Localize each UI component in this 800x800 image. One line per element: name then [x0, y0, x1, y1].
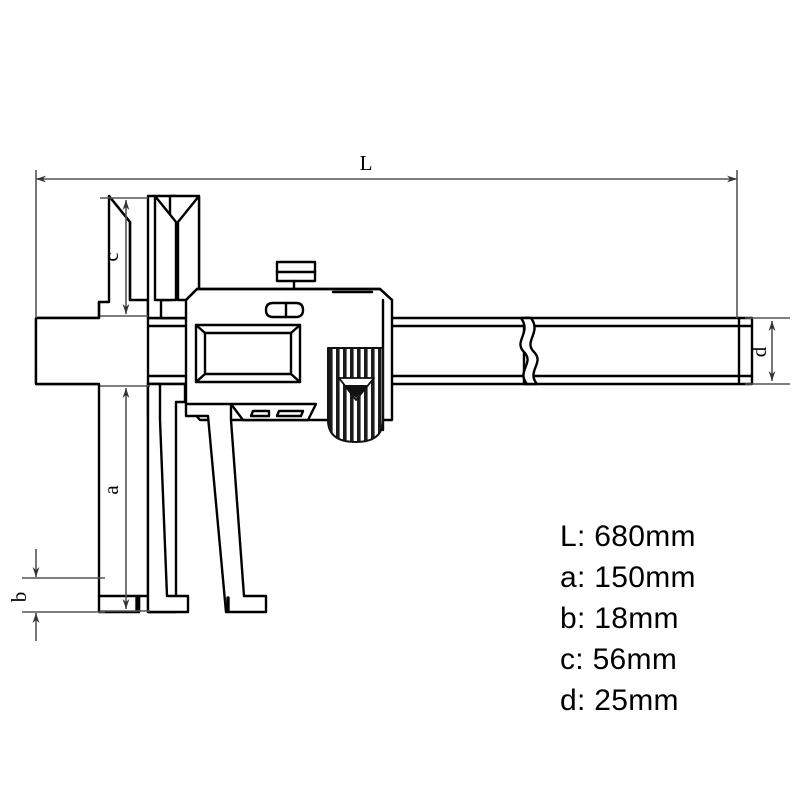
sliding-jaw-lower-left: [146, 382, 190, 614]
dim-label-L: L: [360, 151, 373, 175]
lcd-bezel-corner-bl: [194, 372, 207, 384]
fixed-jaw-upper: [34, 194, 162, 614]
lcd-bezel-corner-br: [289, 372, 302, 384]
dimension-label-texts: L c a b d: [7, 151, 771, 602]
head-bottom-notch-2: [275, 409, 305, 418]
dimension-annotations: [22, 170, 790, 641]
lcd-bezel-corner-tr: [289, 323, 302, 335]
beam-break-symbol: [519, 316, 539, 386]
beam-right-section: [522, 316, 754, 386]
dim-label-a: a: [99, 485, 123, 495]
thumb-wheel-marker-inner: [344, 385, 369, 398]
lcd-bezel-corner-tl: [194, 323, 207, 335]
sliding-jaw-upper-right: [153, 194, 178, 302]
legend-row-c: c: 56mm: [560, 643, 678, 676]
digital-head-bevel-right: [378, 287, 394, 302]
legend-row-L: L: 680mm: [560, 520, 696, 553]
sliding-jaw-lower: [184, 402, 268, 614]
fixed-jaw-lower-tip: [97, 594, 141, 614]
head-bottom-notch-1: [249, 409, 271, 418]
dim-label-b: b: [7, 592, 31, 603]
legend-row-d: d: 25mm: [560, 684, 679, 717]
digital-head-bevel-left: [184, 287, 199, 302]
dim-label-c: c: [99, 252, 123, 261]
dimension-legend: L: 680mm a: 150mm b: 18mm c: 56mm d: 25m…: [560, 516, 790, 721]
legend-row-b: b: 18mm: [560, 602, 679, 635]
sliding-jaw-upper-bevel-outer: [176, 194, 201, 302]
legend-row-a: a: 150mm: [560, 561, 696, 594]
caliper-body-outlines: [34, 194, 754, 614]
mode-button[interactable]: [264, 301, 305, 319]
dim-label-d: d: [747, 346, 771, 357]
